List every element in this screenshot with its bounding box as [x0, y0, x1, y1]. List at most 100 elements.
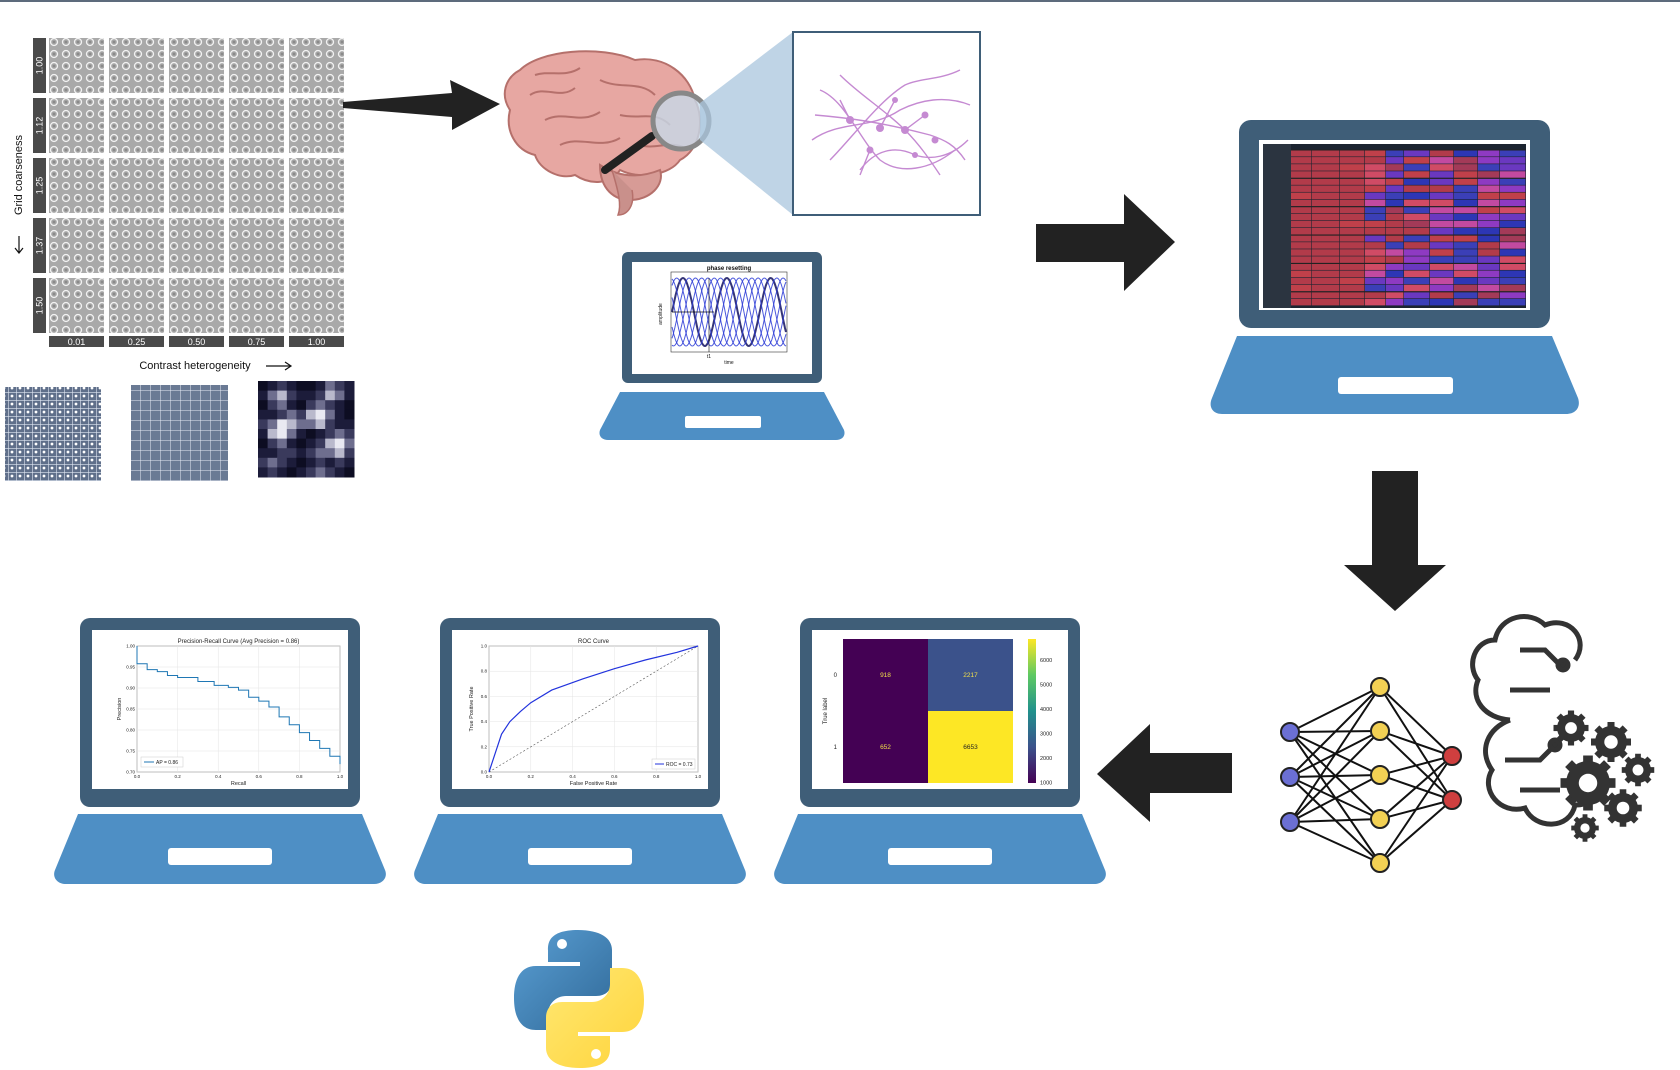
- table-cell: [1365, 185, 1386, 192]
- blur-pixel: [334, 409, 345, 420]
- table-cell: [1340, 220, 1365, 228]
- blur-pixel: [267, 400, 278, 411]
- blur-pixel: [258, 390, 269, 401]
- neuron-network-icon: [792, 31, 981, 216]
- table-cell: [1404, 157, 1430, 164]
- table-cell: [1291, 228, 1312, 235]
- cm-ylabel: True label: [823, 698, 829, 724]
- table-cell: [1404, 192, 1430, 200]
- table-cell: [1430, 192, 1454, 200]
- y-axis-label: Grid coarseness: [13, 134, 25, 215]
- table-cell: [1312, 185, 1340, 192]
- table-cell: [1500, 249, 1526, 256]
- y-tick-label: 0.85: [126, 707, 135, 712]
- table-cell: [1404, 199, 1430, 207]
- table-cell: [1312, 270, 1340, 278]
- gear-icon: [1591, 722, 1631, 762]
- table-cell: [1312, 192, 1340, 200]
- blur-pixel: [258, 467, 269, 478]
- table-cell: [1500, 298, 1526, 306]
- table-cell: [1312, 277, 1340, 285]
- table-cell: [1291, 249, 1312, 256]
- col-label: 0.50: [188, 337, 206, 347]
- table-cell: [1430, 213, 1454, 221]
- blur-pixel: [334, 438, 345, 449]
- blur-pixel: [344, 429, 355, 440]
- table-cell: [1454, 228, 1478, 235]
- nn-edge: [1379, 755, 1453, 776]
- table-cell: [1500, 199, 1526, 207]
- phase-wave: [671, 277, 787, 347]
- sample-stimuli: [5, 381, 355, 481]
- blur-pixel: [344, 419, 355, 430]
- blur-pixel: [334, 381, 345, 392]
- blur-pixel: [258, 400, 269, 411]
- table-cell: [1312, 263, 1340, 270]
- table-cell: [1386, 199, 1404, 207]
- grid-cell: [289, 278, 344, 333]
- gear-hole: [1580, 823, 1590, 833]
- blur-pixel: [286, 390, 297, 401]
- table-cell: [1291, 150, 1312, 157]
- y-axis-arrow: [14, 236, 24, 254]
- grid-cell: [289, 98, 344, 153]
- row-label: 1.50: [34, 297, 44, 315]
- colorbar-tick: 3000: [1040, 732, 1052, 738]
- grid-cell: [109, 218, 164, 273]
- table-cell: [1500, 164, 1526, 171]
- table-cell: [1404, 213, 1430, 221]
- grid-cell: [169, 98, 224, 153]
- gear-icon: [1571, 814, 1599, 842]
- blur-pixel: [296, 419, 307, 430]
- col-label: 1.00: [308, 337, 326, 347]
- blur-pixel: [258, 429, 269, 440]
- brain-icon: [503, 50, 701, 216]
- grid-cell: [169, 38, 224, 93]
- blur-pixel: [344, 409, 355, 420]
- chart-title: Precision-Recall Curve (Avg Precision = …: [178, 639, 300, 645]
- table-cell: [1365, 256, 1386, 263]
- table-cell: [1454, 150, 1478, 157]
- row-label-box: [33, 38, 46, 93]
- table-cell: [1500, 256, 1526, 263]
- phase-wave: [671, 277, 787, 347]
- table-cell: [1386, 277, 1404, 285]
- table-cell: [1454, 164, 1478, 171]
- table-cell: [1312, 298, 1340, 306]
- nn-hidden-node: [1370, 853, 1390, 873]
- table-cell: [1478, 192, 1500, 200]
- legend-label: ROC = 0.73: [666, 762, 693, 768]
- x-tick-label: 0.4: [569, 774, 576, 779]
- blur-pixel: [277, 419, 288, 430]
- table-cell: [1386, 178, 1404, 185]
- grid-cell: [49, 218, 104, 273]
- table-cell: [1291, 284, 1312, 292]
- blur-pixel: [267, 448, 278, 459]
- blur-pixel: [306, 448, 317, 459]
- x-axis-arrow: [266, 361, 293, 371]
- y-tick-label: 0.95: [126, 665, 135, 670]
- col-label-box: [289, 336, 344, 347]
- nn-edge: [1379, 686, 1453, 757]
- table-cell: [1386, 164, 1404, 171]
- table-cell: [1500, 284, 1526, 292]
- blur-pixel: [325, 429, 336, 440]
- table-cell: [1312, 178, 1340, 185]
- table-cell: [1291, 298, 1312, 306]
- blur-pixel: [306, 438, 317, 449]
- table-cell: [1478, 164, 1500, 171]
- blur-pixel: [258, 457, 269, 468]
- blur-pixel: [296, 429, 307, 440]
- table-cell: [1454, 256, 1478, 263]
- y-tick-label: 0.0: [481, 770, 488, 775]
- blur-pixel: [267, 419, 278, 430]
- x-tick-label: 0.2: [528, 774, 535, 779]
- table-cell: [1340, 164, 1365, 171]
- table-cell: [1500, 228, 1526, 235]
- table-cell: [1291, 213, 1312, 221]
- table-cell: [1291, 256, 1312, 263]
- phase-plot-title: phase resetting: [707, 266, 752, 272]
- stimulus-grid-cells: [49, 38, 344, 333]
